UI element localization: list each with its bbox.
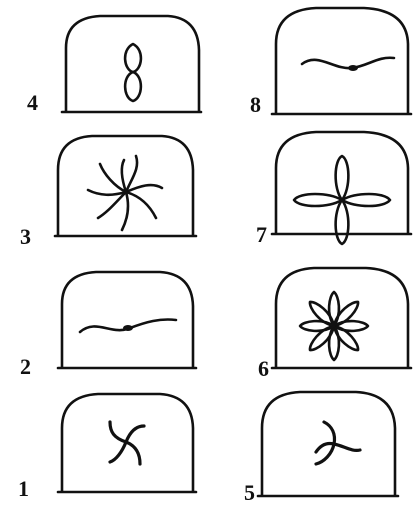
figure-eight-vertical-icon <box>125 44 141 101</box>
panel-1: 1 <box>0 380 208 507</box>
tombstone-outline <box>208 252 417 380</box>
panel-8: 8 <box>208 0 417 122</box>
tombstone-outline <box>208 380 417 507</box>
tombstone-outline <box>208 122 417 252</box>
spiral-pinwheel-icon <box>88 156 162 230</box>
wavy-line-icon <box>80 319 176 332</box>
three-arm-pinwheel-icon <box>316 422 360 464</box>
panel-4: 4 <box>0 0 208 122</box>
panel-7: 7 <box>208 122 417 252</box>
panel-6: 6 <box>208 252 417 380</box>
four-petal-cross-icon <box>294 156 390 244</box>
wavy-line-icon <box>302 58 394 71</box>
tombstone-outline <box>0 122 208 252</box>
tombstone-outline <box>208 0 417 122</box>
panel-3: 3 <box>0 122 208 252</box>
tombstone-outline <box>0 0 208 122</box>
panel-2: 2 <box>0 252 208 380</box>
eight-petal-flower-icon <box>300 292 368 360</box>
panel-5: 5 <box>208 380 417 507</box>
four-arm-pinwheel-icon <box>110 422 144 464</box>
tombstone-outline <box>0 380 208 507</box>
tombstone-outline <box>0 252 208 380</box>
